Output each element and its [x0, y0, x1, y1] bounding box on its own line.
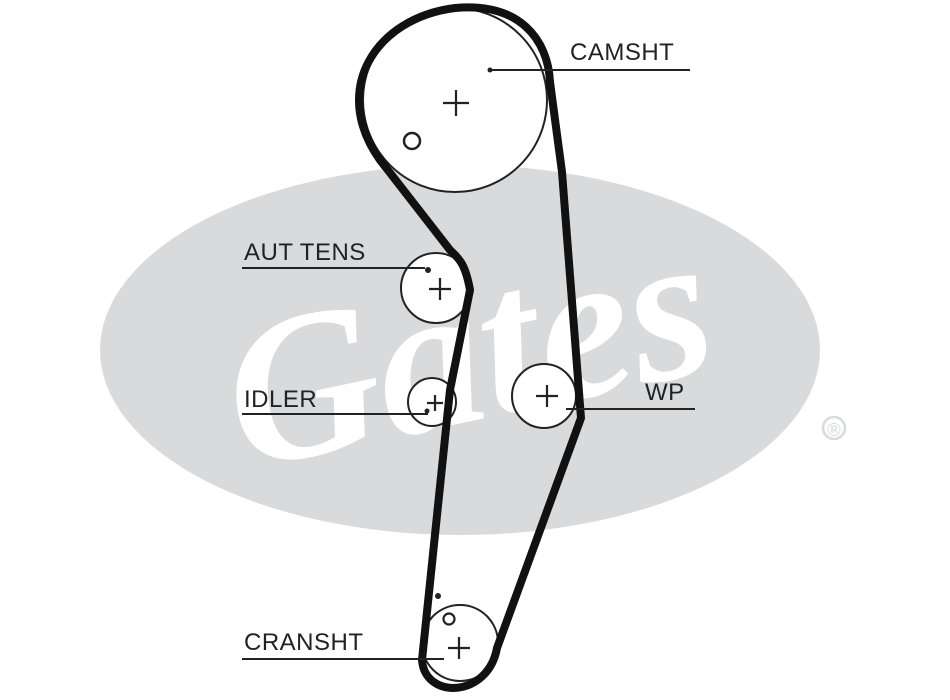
registered-mark: ®	[825, 420, 843, 441]
tensioner-label: AUT TENS	[244, 239, 366, 266]
crankshaft-pulley	[421, 593, 499, 682]
camshaft-leader-dot-icon	[487, 67, 493, 73]
crankshaft-label: CRANSHT	[244, 629, 364, 656]
water-pump-center-cross-icon	[536, 385, 558, 407]
water-pump-label: WP	[645, 379, 685, 406]
registered-mark-icon: ®	[821, 415, 847, 441]
crankshaft-timing-mark-icon	[442, 612, 456, 626]
camshaft-timing-mark-icon	[402, 131, 422, 151]
tensioner-pivot-dot-icon	[425, 267, 431, 273]
gates-logo-watermark: Gates ®	[100, 165, 847, 535]
tensioner-center-cross-icon	[429, 278, 451, 300]
crankshaft-center-cross-icon	[448, 637, 470, 659]
idler-center-cross-icon	[427, 395, 443, 411]
timing-belt	[355, 3, 585, 692]
camshaft-center-cross-icon	[443, 90, 469, 116]
water-pump-pulley	[511, 363, 577, 429]
camshaft-label: CAMSHT	[570, 39, 674, 66]
leader-lines	[242, 67, 695, 660]
idler-label: IDLER	[244, 386, 317, 413]
idler-dot-icon	[424, 408, 430, 414]
crankshaft-reference-dot-icon	[435, 593, 441, 599]
